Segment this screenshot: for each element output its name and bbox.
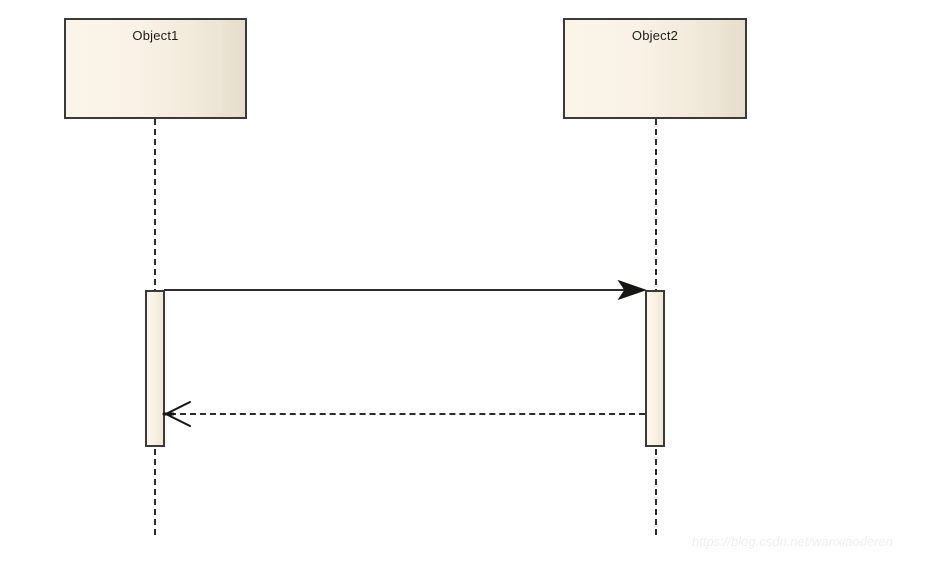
activation-bar-object1[interactable]	[145, 290, 165, 447]
arrowhead-open-v-return-1	[162, 401, 191, 427]
participant-box-object2[interactable]: Object2	[563, 18, 747, 119]
message-line-return-1[interactable]	[170, 413, 645, 415]
activation-bar-object2[interactable]	[645, 290, 665, 447]
watermark-text: https://blog.csdn.net/wanxiaoderen	[692, 534, 893, 549]
participant-label-object2: Object2	[631, 28, 679, 43]
arrowhead-filled-triangle-call-1	[617, 279, 647, 301]
participant-label-object1: Object1	[132, 28, 179, 43]
participant-box-object1[interactable]: Object1	[64, 18, 247, 119]
message-line-call-1[interactable]	[164, 289, 626, 291]
